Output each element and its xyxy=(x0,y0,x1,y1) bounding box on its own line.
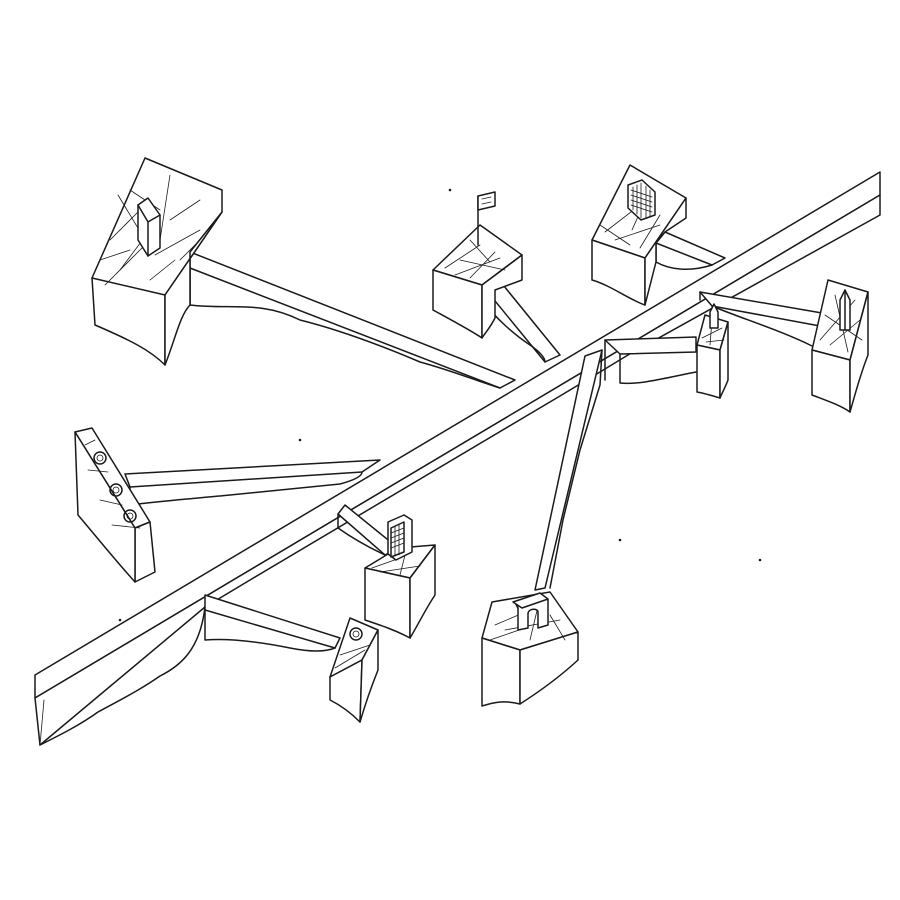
rock-block-flag xyxy=(432,191,523,339)
rock-block-slab xyxy=(91,157,223,366)
branch-trench-tower-block xyxy=(655,231,726,270)
rock-block-lower-medallion xyxy=(329,617,379,723)
rock-block-medallions xyxy=(74,427,156,583)
slab-monument xyxy=(137,197,161,257)
spiral-medallions xyxy=(93,451,137,523)
gate-arch xyxy=(512,592,549,631)
rock-block-obelisk xyxy=(811,279,869,413)
branch-trench-small-obelisk xyxy=(604,336,697,385)
rock-block-tower xyxy=(591,164,687,306)
branch-trench-lower-medallion xyxy=(204,594,341,652)
branch-trench-gate-block xyxy=(534,349,603,591)
rock-block-small-obelisk xyxy=(696,303,729,399)
rock-block-door xyxy=(364,514,436,639)
branch-trench-medallion-slab xyxy=(124,459,381,506)
rock-block-gate xyxy=(481,591,579,707)
branch-trench-door-block xyxy=(337,504,399,556)
grid-tower xyxy=(627,179,656,221)
paper-speckle xyxy=(118,188,762,622)
flag-marker xyxy=(477,191,496,246)
grid-door-panel xyxy=(387,514,413,561)
obelisk xyxy=(839,289,851,331)
